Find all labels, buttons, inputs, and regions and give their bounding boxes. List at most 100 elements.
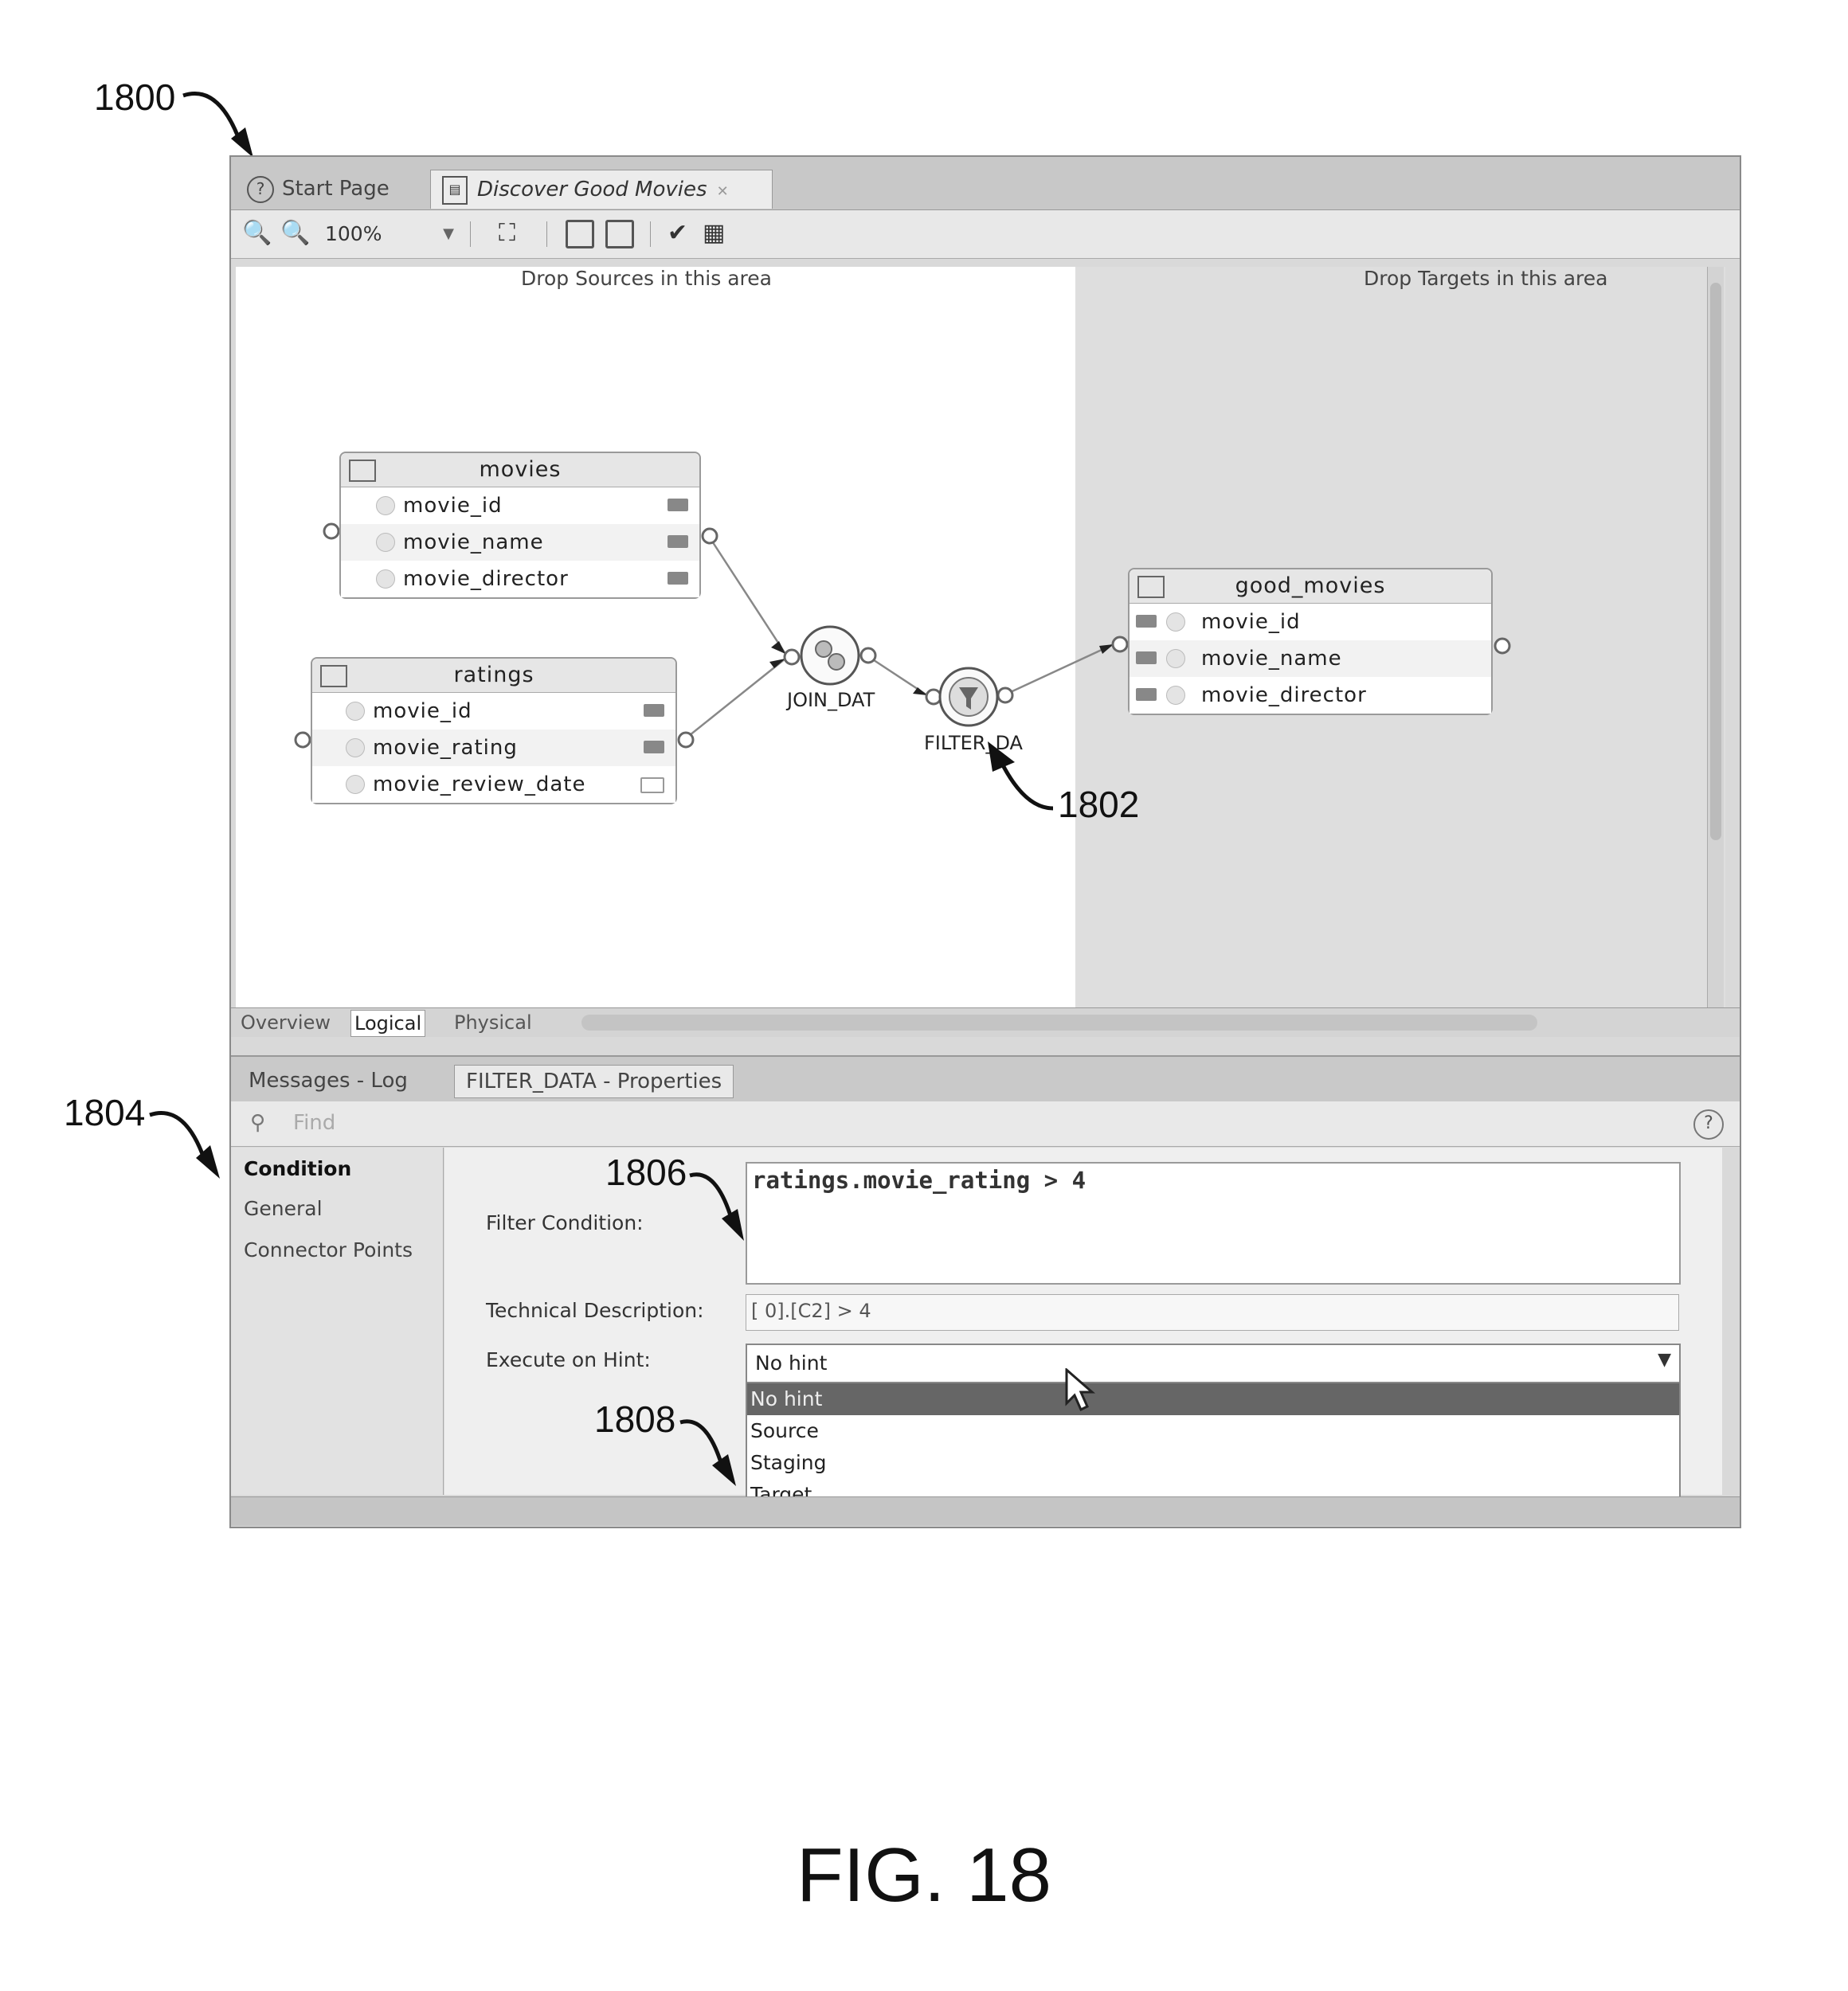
entity-ratings[interactable]: ratings movie_id movie_rating movie_revi… [311, 657, 677, 804]
join-node-label: JOIN_DAT [787, 689, 875, 711]
tab-messages-log[interactable]: Messages - Log [237, 1065, 419, 1097]
fit-to-window-icon[interactable]: ⛶ [499, 218, 515, 248]
entity-column[interactable]: movie_director [341, 561, 699, 597]
hint-option-no-hint[interactable]: No hint [747, 1383, 1679, 1415]
figure-caption: FIG. 18 [0, 1832, 1848, 1919]
hint-option-source[interactable]: Source [747, 1415, 1679, 1447]
callout-1806-arrow [685, 1164, 765, 1252]
entity-port[interactable] [679, 733, 693, 747]
bottom-panel-tabs: Messages - Log FILTER_DATA - Properties [231, 1055, 1740, 1101]
target-input-port[interactable] [1113, 637, 1127, 651]
zoom-level-select[interactable]: 100% ▼ [325, 220, 460, 248]
group-icon[interactable]: ▦ [703, 218, 725, 248]
callout-1804-arrow [142, 1099, 229, 1187]
entity-good-movies[interactable]: good_movies movie_id movie_name movie_di… [1128, 568, 1493, 715]
callout-1808-arrow [675, 1411, 755, 1499]
mapping-document-icon: ▤ [442, 176, 468, 205]
tab-overview[interactable]: Overview [237, 1010, 334, 1035]
tab-discover-good-movies[interactable]: ▤ Discover Good Movies ✕ [430, 170, 773, 209]
column-arrow-icon [668, 572, 688, 585]
properties-side-nav: Condition General Connector Points [231, 1148, 444, 1495]
execute-on-hint-label: Execute on Hint: [486, 1348, 651, 1371]
nav-general[interactable]: General [244, 1197, 323, 1220]
filter-node[interactable] [940, 668, 997, 726]
filter-input-port[interactable] [926, 690, 941, 704]
callout-1800-arrow [175, 80, 263, 167]
nav-condition[interactable]: Condition [244, 1157, 351, 1180]
link-filter-goodmovies [1004, 644, 1114, 695]
entity-column[interactable]: movie_director [1130, 677, 1491, 714]
hint-dropdown-list: No hint Source Staging Target [746, 1382, 1681, 1512]
execute-on-hint-select[interactable]: No hint ▼ [746, 1344, 1681, 1383]
hint-option-staging[interactable]: Staging [747, 1447, 1679, 1479]
tab-filter-properties[interactable]: FILTER_DATA - Properties [454, 1065, 734, 1098]
chevron-down-icon: ▼ [1658, 1350, 1671, 1370]
zoom-out-icon[interactable]: 🔍 [280, 218, 310, 248]
join-node[interactable] [801, 627, 859, 684]
ref-1808: 1808 [594, 1398, 675, 1441]
mouse-pointer-icon [1063, 1368, 1095, 1416]
column-arrow-icon [668, 535, 688, 548]
technical-description-field: [ 0].[C2] > 4 [746, 1294, 1679, 1331]
entity-column[interactable]: movie_rating [312, 730, 675, 766]
chevron-down-icon: ▼ [443, 220, 454, 248]
entity-column[interactable]: movie_name [1130, 640, 1491, 677]
tab-logical[interactable]: Logical [350, 1010, 425, 1037]
zoom-in-icon[interactable]: 🔍 [242, 218, 272, 248]
join-input-port[interactable] [785, 650, 799, 664]
scroll-thumb[interactable] [1710, 283, 1721, 840]
tab-start-page[interactable]: ?Start Page [236, 170, 441, 208]
join-output-port[interactable] [861, 648, 875, 663]
column-name: movie_review_date [373, 766, 585, 803]
ref-1806: 1806 [605, 1151, 687, 1194]
entity-port[interactable] [703, 529, 717, 543]
help-icon[interactable]: ? [1693, 1109, 1724, 1140]
odi-editor-window: ?Start Page ▤ Discover Good Movies ✕ 🔍 🔍 1… [229, 155, 1741, 1528]
tab-physical[interactable]: Physical [451, 1010, 535, 1035]
column-arrow-icon [1136, 688, 1157, 701]
entity-port[interactable] [324, 524, 339, 538]
entity-header: good_movies [1130, 569, 1491, 604]
expand-icon[interactable] [605, 220, 634, 248]
diagram-toolbar: 🔍 🔍 100% ▼ ⛶ ✔ ▦ [231, 210, 1740, 259]
status-bar [231, 1496, 1740, 1526]
column-name: movie_director [403, 561, 569, 597]
entity-column[interactable]: movie_review_date [312, 766, 675, 803]
column-name: movie_rating [373, 730, 518, 766]
diagram-view-tabs: Overview Logical Physical [231, 1007, 1740, 1037]
entity-column[interactable]: movie_name [341, 524, 699, 561]
mapping-canvas[interactable]: Drop Sources in this area Drop Targets i… [236, 267, 1725, 1007]
column-key-icon [346, 702, 365, 721]
entity-column[interactable]: movie_id [1130, 604, 1491, 640]
layout-icon[interactable] [566, 220, 594, 248]
arrowhead [771, 641, 785, 654]
column-name: movie_director [1201, 677, 1367, 714]
find-input[interactable]: Find [293, 1111, 335, 1135]
entity-port[interactable] [296, 733, 310, 747]
filter-output-port[interactable] [998, 688, 1012, 702]
canvas-horizontal-scrollbar[interactable] [581, 1015, 1537, 1031]
validate-check-icon[interactable]: ✔ [668, 218, 687, 248]
column-attribute-icon [346, 738, 365, 757]
link-movies-join [710, 538, 785, 654]
column-key-icon [376, 496, 395, 515]
column-attribute-icon [346, 775, 365, 794]
entity-movies[interactable]: movies movie_id movie_name movie_directo… [339, 452, 701, 599]
column-arrow-icon [644, 704, 664, 717]
ref-1804: 1804 [64, 1091, 145, 1134]
column-arrow-icon [1136, 651, 1157, 664]
tab-active-label: Discover Good Movies [477, 178, 707, 201]
close-tab-icon[interactable]: ✕ [717, 183, 729, 200]
canvas-vertical-scrollbar[interactable] [1707, 267, 1724, 1007]
entity-column[interactable]: movie_id [341, 487, 699, 524]
filter-condition-editor[interactable]: ratings.movie_rating > 4 [746, 1162, 1681, 1285]
editor-tab-bar: ?Start Page ▤ Discover Good Movies ✕ [231, 157, 1740, 210]
column-arrow-outline-icon [640, 777, 664, 793]
column-arrow-icon [1136, 615, 1157, 628]
flow-connectors [236, 267, 1725, 1007]
zoom-level-value: 100% [325, 222, 382, 245]
entity-column[interactable]: movie_id [312, 693, 675, 730]
target-output-port[interactable] [1495, 639, 1509, 653]
arrowhead [769, 659, 785, 668]
nav-connector-points[interactable]: Connector Points [244, 1238, 413, 1261]
